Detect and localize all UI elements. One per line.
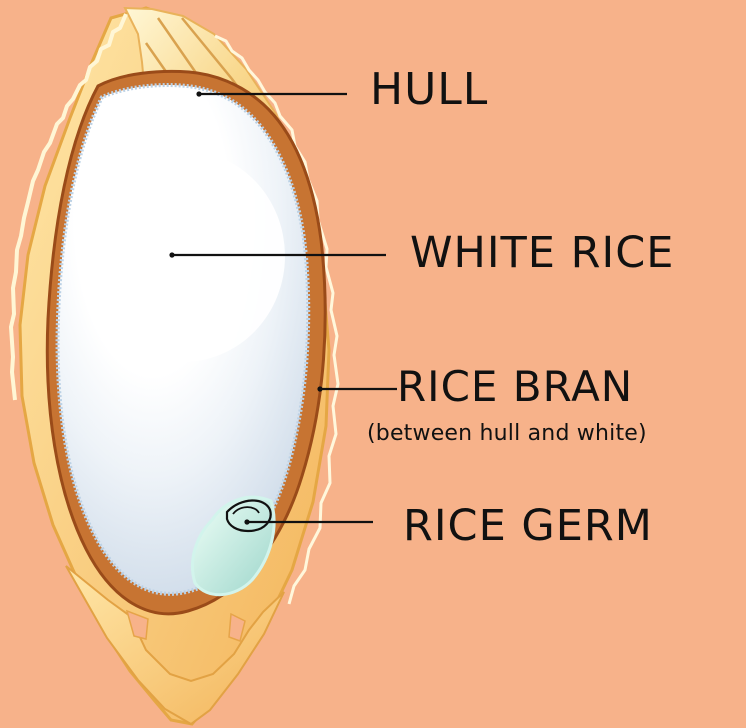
rice-bran-label: RICE BRAN	[397, 366, 633, 408]
rice-germ-label: RICE GERM	[403, 505, 653, 548]
white-rice-pointer-dot	[169, 252, 174, 257]
rice-bran-pointer-dot	[317, 386, 322, 391]
hull-label: HULL	[370, 68, 488, 112]
rice-germ-pointer-dot	[244, 519, 249, 524]
white-rice-label: WHITE RICE	[410, 232, 674, 275]
rice-bran-note: (between hull and white)	[367, 423, 647, 445]
hull-pointer-dot	[196, 91, 201, 96]
